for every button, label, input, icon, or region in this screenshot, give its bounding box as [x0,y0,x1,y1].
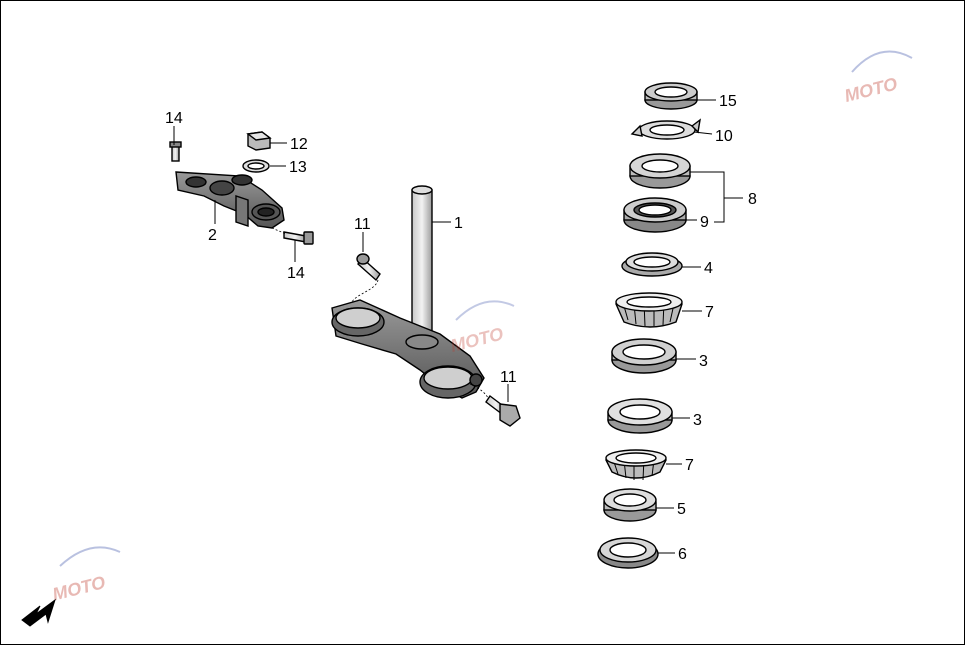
leader-lines [173,99,743,554]
watermark-text: MOTO [448,324,505,356]
bearing-race-8 [629,153,691,189]
callout-5: 5 [677,501,686,518]
upper-triple-clamp [175,171,285,229]
dust-seal-6 [597,537,659,569]
taper-bearing-7-upper [615,292,683,328]
watermark-text: MOTO [50,572,107,604]
callout-1: 1 [454,215,463,232]
dust-seal-4 [621,252,683,277]
bolt-14-bottom [283,231,314,245]
callout-7-lower: 7 [685,457,694,474]
watermark-top-right: MOTO [842,50,913,106]
bolt-14-top [169,141,182,162]
watermark-bottom-left: MOTO [50,546,121,604]
watermark-text: MOTO [842,74,899,106]
taper-bearing-7-lower [605,449,667,481]
callout-10: 10 [715,128,733,145]
steering-stem [331,185,485,399]
callout-11-lower: 11 [500,369,517,386]
callout-12: 12 [290,136,308,153]
callout-3-upper: 3 [699,353,708,370]
bearing-race-3-lower [607,398,673,434]
callout-14-top: 14 [165,110,183,127]
callout-labels: 14 2 14 12 13 1 11 11 15 10 8 9 4 7 3 3 … [165,93,757,563]
callout-14-bottom: 14 [287,265,305,282]
callout-13: 13 [289,159,307,176]
nut-12 [246,131,272,151]
seal-5 [603,488,657,522]
callout-3-lower: 3 [693,412,702,429]
arrow-down-left-icon [21,598,56,627]
callout-11-upper: 11 [354,216,371,233]
callout-7-upper: 7 [705,304,714,321]
bolt-11-lower [485,394,521,427]
callout-2: 2 [208,227,217,244]
callout-8: 8 [748,191,757,208]
bearing-race-3-upper [611,338,677,374]
callout-15: 15 [719,93,737,110]
lock-washer-10 [630,118,701,140]
washer-13 [242,159,270,173]
callout-9: 9 [700,214,709,231]
watermark-center: MOTO [448,300,515,356]
callout-4: 4 [704,260,713,277]
callout-6: 6 [678,546,687,563]
lock-nut-15 [644,82,698,110]
seal-9 [623,197,687,233]
bolt-11-upper [356,253,381,282]
